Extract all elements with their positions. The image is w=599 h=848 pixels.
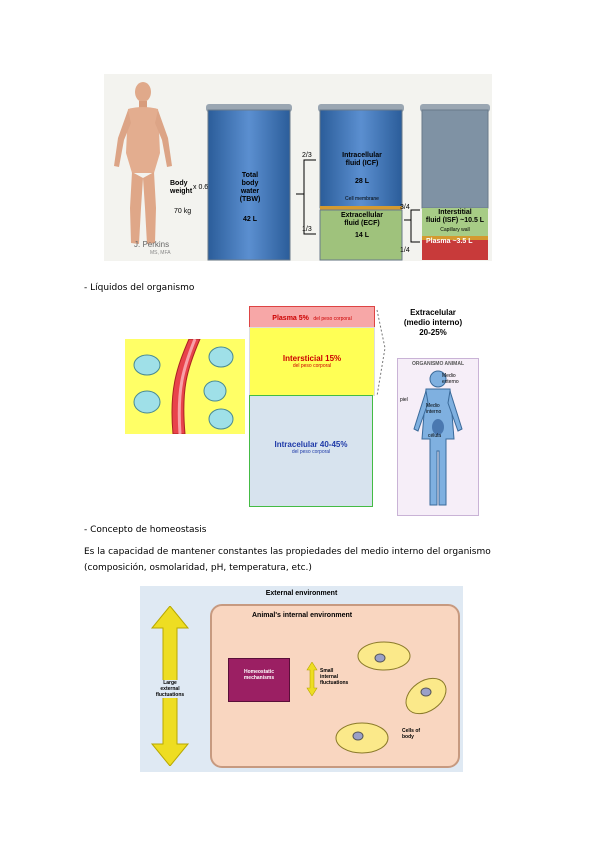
fraction-isf: 3/4 — [400, 204, 410, 211]
tbw-value: 42 L — [242, 216, 257, 223]
heading-homeostasis: - Concepto de homeostasis — [84, 525, 207, 535]
label-piel: piel — [400, 397, 408, 403]
body-compartments-figure: Plasma 5% del peso corporal Intersticial… — [125, 304, 480, 516]
organism-header: ORGANISMO ANIMAL — [411, 361, 465, 367]
homeostatic-box: Homeostatic mechanisms — [228, 658, 290, 702]
icf-value: 28 L — [354, 178, 369, 185]
body-cells-illustration — [335, 641, 447, 754]
paragraph-line-1: Es la capacidad de mantener constantes l… — [84, 547, 491, 557]
split-arrow — [296, 159, 316, 235]
tissue-illustration — [125, 339, 245, 434]
small-fluct-label: Small internal fluctuations — [320, 668, 349, 686]
label-medio-interno: Medio interno — [426, 403, 442, 415]
interstitial-box-label: Intersticial 15% — [282, 354, 342, 363]
label-medio-externo: Medio externo — [442, 373, 459, 385]
plasma-box-sub: del peso corporal — [313, 316, 352, 322]
large-fluct-label: Large external fluctuations — [148, 680, 192, 698]
heading-liquidos: - Líquidos del organismo — [84, 283, 195, 293]
extracellular-title: Extracelular (medio interno) 20-25% — [403, 308, 463, 337]
organism-panel: ORGANISMO ANIMAL Medio externo piel Medi… — [397, 358, 479, 516]
internal-env-box: Animal's internal environment Homeostati… — [210, 604, 460, 768]
human-body-illustration — [114, 82, 172, 244]
plasma-box-label: Plasma 5% — [272, 315, 309, 322]
body-water-figure: Body weight x 0.6 70 kg J. Perkins MS, M… — [104, 74, 492, 261]
multiplier-label: x 0.6 — [193, 184, 209, 191]
body-weight-value: 70 kg — [174, 208, 192, 215]
organism-body-icon — [413, 370, 463, 506]
ecf-value: 14 L — [354, 232, 369, 239]
label-celula: célula — [428, 433, 442, 439]
ecf-label: Extracellular fluid (ECF) — [340, 212, 384, 227]
plasma-label: Plasma ~3.5 L — [426, 238, 473, 245]
intracellular-box-label: Intracelular 40-45% — [274, 440, 348, 449]
isf-plasma-beaker — [420, 104, 490, 260]
fraction-ecf: 1/3 — [302, 226, 312, 233]
extracellular-brace — [376, 309, 386, 397]
intracellular-box: Intracelular 40-45% del peso corporal — [249, 395, 373, 507]
tbw-beaker — [206, 104, 292, 261]
small-fluctuation-arrow — [306, 662, 318, 696]
body-weight-label: Body weight — [170, 180, 193, 195]
tbw-label: Total body water (TBW) — [239, 172, 261, 203]
plasma-box: Plasma 5% del peso corporal — [249, 306, 375, 328]
icf-label: Intracellular fluid (ICF) — [342, 152, 382, 167]
cell-membrane-label: Cell membrane — [345, 196, 379, 202]
cells-of-body-label: Cells of body — [402, 728, 421, 740]
interstitial-box: Intersticial 15% del peso corporal — [249, 327, 375, 396]
intracellular-box-sub: del peso corporal — [291, 449, 331, 455]
author-name: J. Perkins — [134, 240, 170, 249]
fraction-icf: 2/3 — [302, 152, 312, 159]
homeostasis-figure: External environment Large external fluc… — [140, 586, 463, 772]
interstitial-box-sub: del peso corporal — [292, 363, 332, 369]
fraction-plasma: 1/4 — [400, 247, 410, 254]
paragraph-line-2: (composición, osmolaridad, pH, temperatu… — [84, 563, 312, 573]
external-env-label: External environment — [265, 590, 338, 597]
internal-env-label: Animal's internal environment — [252, 612, 353, 619]
author-credential: MS, MFA — [150, 250, 171, 256]
ecf-split-arrow — [404, 209, 420, 243]
icf-ecf-beaker — [318, 104, 404, 261]
capillary-wall-label: Capillary wall — [440, 227, 470, 233]
isf-label: Interstitial fluid (ISF) ~10.5 L — [425, 209, 485, 224]
